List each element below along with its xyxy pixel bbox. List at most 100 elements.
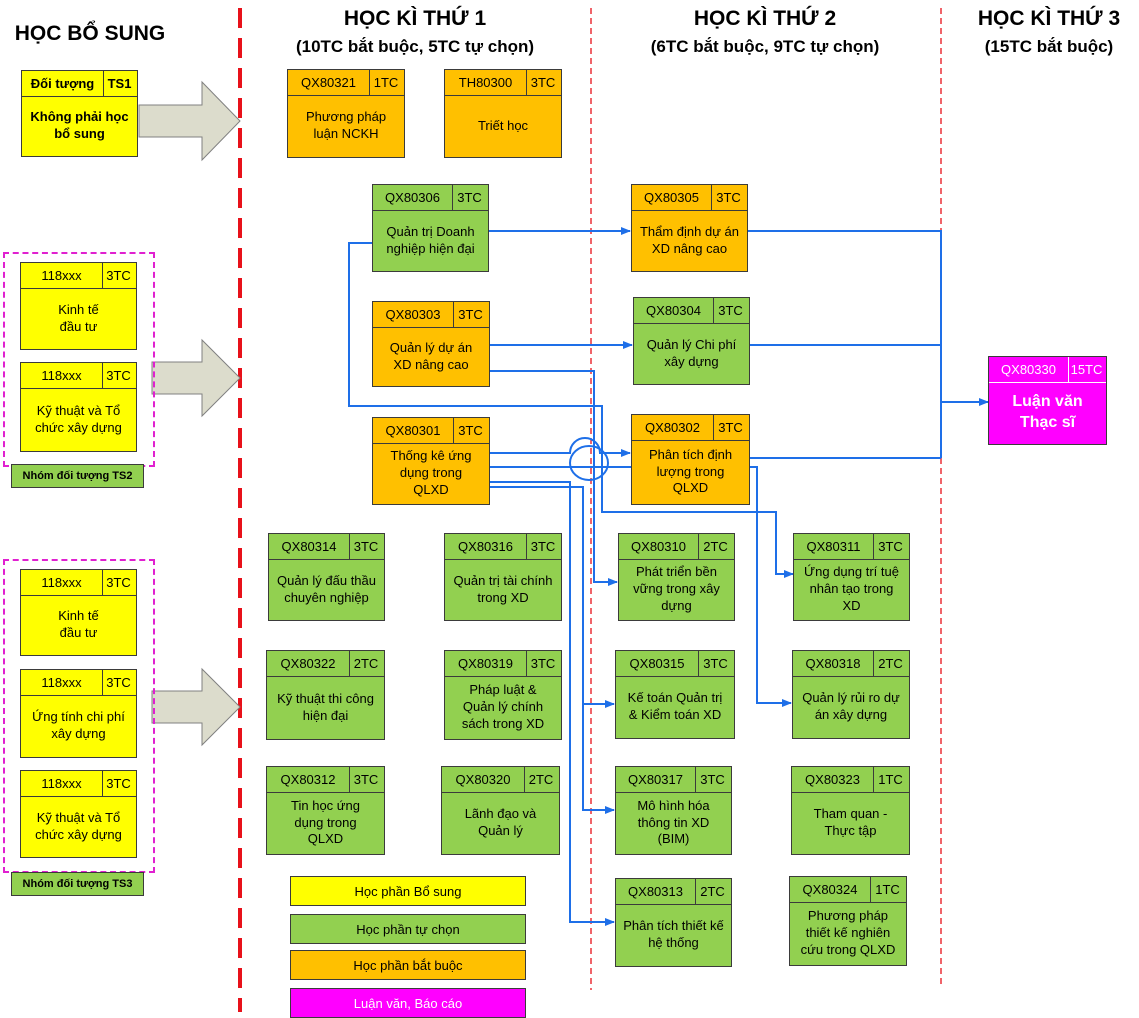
arrow-right-icon (490, 370, 618, 586)
ts1-box: Đối tượng TS1 Không phải học bổ sung (21, 70, 138, 157)
course-name: Lãnh đạo và Quản lý (464, 806, 537, 838)
course-credits: 3TC (101, 263, 136, 289)
header-title: HỌC KÌ THỨ 2 (693, 7, 837, 30)
course-credits: 3TC (712, 298, 749, 324)
ts1-code: TS1 (102, 71, 137, 97)
course-qx80302[interactable]: QX80302 3TC Phân tích định lượng trong Q… (631, 414, 750, 505)
course-qx80322[interactable]: QX80322 2TC Kỹ thuật thi công hiện đại (266, 650, 385, 740)
course-qx80312[interactable]: QX80312 3TC Tin học ứng dụng trong QLXD (266, 766, 385, 855)
course-name: Kỹ thuật và Tổ chức xây dựng (35, 809, 122, 842)
course-name: Kế toán Quản trị & Kiểm toán XD (627, 690, 723, 722)
course-name: Kỹ thuật thi công hiện đại (277, 690, 374, 723)
course-code: QX80317 (616, 767, 696, 793)
course-credits: 3TC (525, 651, 561, 677)
course-qx80324[interactable]: QX80324 1TC Phương pháp thiết kế nghiên … (789, 876, 907, 966)
course-qx80321[interactable]: QX80321 1TC Phương pháp luận NCKH (287, 69, 405, 158)
course-name: Triết học (477, 117, 529, 133)
arrow-right-icon (490, 437, 631, 457)
course-code: QX80310 (619, 534, 699, 560)
course-credits: 2TC (872, 651, 909, 677)
course-code: QX80313 (616, 879, 696, 905)
course-name: Tham quan - Thực tập (813, 806, 888, 838)
course-ts2-ky-thuat-to-chuc[interactable]: 118xxx 3TC Kỹ thuật và Tổ chức xây dựng (20, 362, 137, 452)
arrow-right-icon (490, 466, 792, 707)
course-credits: 3TC (697, 651, 734, 677)
course-credits: 3TC (452, 302, 489, 328)
course-code: QX80324 (790, 877, 871, 903)
legend-hoc-phan-tu-chon: Học phần tự chọn (290, 914, 526, 944)
course-qx80303[interactable]: QX80303 3TC Quản lý dự án XD nâng cao (372, 301, 490, 387)
course-name: Quản lý rủi ro dự án xây dựng (802, 690, 900, 722)
course-qx80320[interactable]: QX80320 2TC Lãnh đạo và Quản lý (441, 766, 560, 855)
block-arrow-right-icon (151, 338, 241, 418)
course-credits: 3TC (525, 70, 561, 96)
course-name: Phương pháp thiết kế nghiên cứu trong QL… (800, 908, 896, 957)
course-ts3-ky-thuat-to-chuc[interactable]: 118xxx 3TC Kỹ thuật và Tổ chức xây dựng (20, 770, 137, 858)
course-code: 118xxx (21, 670, 103, 696)
course-credits: 2TC (694, 879, 731, 905)
course-qx80313[interactable]: QX80313 2TC Phân tích thiết kế hệ thống (615, 878, 732, 967)
course-ts2-kinh-te-dau-tu[interactable]: 118xxx 3TC Kinh tế đầu tư (20, 262, 137, 350)
course-qx80314[interactable]: QX80314 3TC Quản lý đấu thầu chuyên nghi… (268, 533, 385, 621)
course-qx80317[interactable]: QX80317 3TC Mô hình hóa thông tin XD (BI… (615, 766, 732, 855)
course-name: Quản trị Doanh nghiệp hiện đại (386, 223, 475, 256)
course-credits: 3TC (348, 767, 384, 793)
header-title: HỌC KÌ THỨ 3 (977, 7, 1121, 30)
course-code: QX80311 (794, 534, 874, 560)
block-arrow-right-icon (138, 80, 241, 162)
course-code: 118xxx (21, 263, 103, 289)
course-credits: 3TC (101, 363, 136, 389)
arrow-right-icon (490, 481, 615, 926)
course-qx80306[interactable]: QX80306 3TC Quản trị Doanh nghiệp hiện đ… (372, 184, 489, 272)
course-code: QX80306 (373, 185, 453, 211)
course-qx80330[interactable]: QX80330 15TC Luận văn Thạc sĩ (988, 356, 1107, 445)
course-name: Mô hình hóa thông tin XD (BIM) (637, 797, 710, 847)
course-code: QX80305 (632, 185, 712, 211)
header-title: HỌC BỔ SUNG (14, 22, 166, 45)
header-hoc-bo-sung: HỌC BỔ SUNG (0, 22, 180, 46)
course-credits: 3TC (525, 534, 561, 560)
course-code: QX80314 (269, 534, 350, 560)
course-credits: 3TC (872, 534, 909, 560)
course-code: QX80318 (793, 651, 874, 677)
course-name: Quản lý Chi phí xây dựng (646, 336, 737, 369)
course-qx80316[interactable]: QX80316 3TC Quản trị tài chính trong XD (444, 533, 562, 621)
course-th80300[interactable]: TH80300 3TC Triết học (444, 69, 562, 158)
course-qx80318[interactable]: QX80318 2TC Quản lý rủi ro dự án xây dựn… (792, 650, 910, 739)
course-credits: 3TC (452, 418, 489, 444)
course-code: QX80320 (442, 767, 525, 793)
course-name: Kinh tế đầu tư (58, 301, 99, 334)
course-qx80301[interactable]: QX80301 3TC Thống kê ứng dụng trong QLXD (372, 417, 490, 505)
course-code: QX80319 (445, 651, 527, 677)
course-credits: 2TC (697, 534, 734, 560)
course-code: QX80302 (632, 415, 714, 441)
course-credits: 1TC (869, 877, 906, 903)
legend-luan-van-bao-cao: Luận văn, Báo cáo (290, 988, 526, 1018)
course-credits: 3TC (101, 570, 136, 596)
course-name: Ứng dụng trí tuệ nhân tạo trong XD (804, 564, 899, 613)
course-qx80310[interactable]: QX80310 2TC Phát triển bền vững trong xâ… (618, 533, 735, 621)
course-code: QX80322 (267, 651, 350, 677)
block-arrow-right-icon (151, 667, 241, 747)
course-ts3-kinh-te-dau-tu[interactable]: 118xxx 3TC Kinh tế đầu tư (20, 569, 137, 656)
course-qx80315[interactable]: QX80315 3TC Kế toán Quản trị & Kiểm toán… (615, 650, 735, 739)
course-qx80304[interactable]: QX80304 3TC Quản lý Chi phí xây dựng (633, 297, 750, 385)
course-credits: 1TC (368, 70, 404, 96)
course-name: Kỹ thuật và Tổ chức xây dựng (35, 402, 122, 435)
arrow-right-icon (348, 242, 794, 578)
course-qx80311[interactable]: QX80311 3TC Ứng dụng trí tuệ nhân tạo tr… (793, 533, 910, 621)
course-code: QX80321 (288, 70, 370, 96)
course-name: Quản lý đấu thầu chuyên nghiệp (276, 572, 377, 605)
course-name: Thẩm định dự án XD nâng cao (639, 223, 740, 256)
legend-hoc-phan-bat-buoc: Học phần bắt buộc (290, 950, 526, 980)
course-credits: 3TC (348, 534, 384, 560)
course-code: QX80301 (373, 418, 454, 444)
course-qx80305[interactable]: QX80305 3TC Thẩm định dự án XD nâng cao (631, 184, 748, 272)
course-name: Ứng tính chi phí xây dựng (32, 709, 125, 741)
course-ts3-ung-tinh-chi-phi[interactable]: 118xxx 3TC Ứng tính chi phí xây dựng (20, 669, 137, 758)
course-qx80319[interactable]: QX80319 3TC Pháp luật & Quản lý chính sá… (444, 650, 562, 740)
course-qx80323[interactable]: QX80323 1TC Tham quan - Thực tập (791, 766, 910, 855)
ts1-text: Không phải học bổ sung (30, 109, 129, 141)
header-semester-1: HỌC KÌ THỨ 1 (10TC bắt buộc, 5TC tự chọn… (255, 7, 575, 57)
